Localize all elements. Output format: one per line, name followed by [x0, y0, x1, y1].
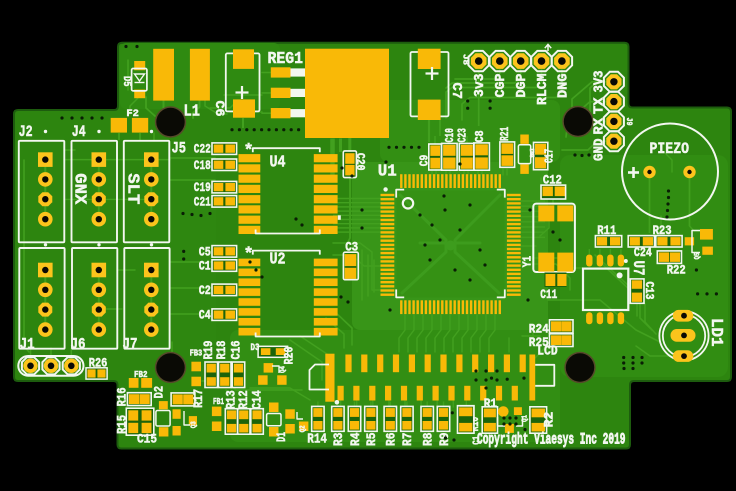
svg-text:C22: C22: [194, 142, 211, 157]
svg-text:R26: R26: [89, 356, 108, 371]
svg-text:C8: C8: [474, 130, 487, 142]
svg-text:D5: D5: [120, 76, 132, 87]
svg-text:CGP: CGP: [494, 74, 509, 98]
svg-text:C12: C12: [543, 172, 562, 187]
svg-text:R21: R21: [499, 127, 512, 141]
svg-text:FB2: FB2: [134, 370, 148, 380]
svg-text:C24: C24: [634, 245, 652, 260]
svg-text:C15: C15: [137, 432, 157, 447]
svg-text:R2: R2: [542, 412, 556, 428]
svg-text:F2: F2: [126, 109, 138, 120]
svg-text:C20: C20: [353, 153, 366, 171]
svg-text:*: *: [244, 246, 254, 265]
svg-text:Q1: Q1: [521, 415, 529, 422]
svg-text:PIEZO: PIEZO: [650, 140, 690, 158]
svg-text:J8: J8: [461, 54, 470, 65]
svg-text:C13: C13: [642, 282, 655, 300]
svg-text:D3: D3: [251, 343, 260, 354]
svg-text:FB1: FB1: [213, 397, 224, 407]
svg-text:C1: C1: [199, 259, 211, 274]
svg-text:J7: J7: [123, 335, 138, 353]
svg-text:C16: C16: [230, 341, 244, 360]
svg-text:R4: R4: [349, 432, 363, 446]
svg-text:Y1: Y1: [522, 256, 535, 268]
svg-text:C5: C5: [199, 244, 211, 259]
svg-text:C6: C6: [212, 101, 227, 117]
svg-text:GND: GND: [592, 139, 607, 162]
svg-text:TX: TX: [592, 97, 607, 114]
svg-text:RLCM: RLCM: [536, 74, 551, 106]
svg-text:R18: R18: [215, 341, 229, 360]
svg-text:C21: C21: [194, 194, 211, 209]
svg-text:Q2: Q2: [300, 425, 308, 432]
svg-text:R13: R13: [225, 390, 239, 409]
svg-text:U4: U4: [270, 152, 286, 171]
svg-text:R6: R6: [385, 433, 399, 446]
svg-text:GNX: GNX: [71, 173, 90, 204]
svg-text:C10: C10: [444, 128, 457, 142]
svg-text:3V3: 3V3: [592, 71, 607, 93]
svg-text:REG1: REG1: [268, 49, 304, 68]
svg-text:Q3: Q3: [191, 421, 199, 428]
svg-text:D1: D1: [275, 432, 289, 442]
svg-text:D2: D2: [153, 386, 167, 399]
svg-text:R3: R3: [332, 433, 346, 446]
svg-text:DGP: DGP: [515, 74, 530, 98]
svg-text:D4: D4: [527, 149, 536, 158]
svg-text:L1: L1: [184, 102, 201, 121]
svg-text:R16: R16: [116, 387, 130, 406]
svg-text:C1: C1: [472, 436, 483, 445]
svg-text:J5: J5: [172, 139, 187, 157]
svg-text:RX: RX: [592, 117, 607, 134]
svg-text:*: *: [244, 142, 254, 161]
svg-text:C14: C14: [251, 390, 265, 409]
svg-text:C7: C7: [448, 83, 464, 100]
svg-text:R5: R5: [365, 433, 379, 446]
svg-text:R7: R7: [401, 433, 415, 446]
svg-text:R12: R12: [237, 390, 251, 409]
svg-text:C18: C18: [194, 158, 211, 173]
svg-text:J2: J2: [19, 123, 33, 141]
svg-text:C23: C23: [457, 128, 470, 142]
svg-text:C4: C4: [199, 308, 211, 323]
svg-text:J1: J1: [20, 335, 35, 353]
svg-text:R11: R11: [597, 223, 616, 238]
svg-text:Q4: Q4: [280, 366, 288, 373]
svg-text:LD1: LD1: [707, 318, 726, 347]
svg-text:U7: U7: [629, 261, 647, 276]
svg-text:R24: R24: [529, 321, 549, 336]
svg-text:J9: J9: [624, 118, 633, 126]
svg-text:R20: R20: [283, 347, 297, 365]
svg-text:R25: R25: [529, 335, 549, 350]
svg-text:Copyright Viaesys Inc 2019: Copyright Viaesys Inc 2019: [477, 431, 626, 449]
svg-text:DNG: DNG: [556, 74, 571, 99]
svg-text:J4: J4: [72, 123, 86, 141]
svg-text:SLT: SLT: [124, 173, 143, 204]
svg-text:R23: R23: [653, 223, 672, 238]
svg-text:C17: C17: [543, 149, 556, 163]
svg-text:U2: U2: [270, 249, 286, 268]
svg-text:U1: U1: [378, 162, 397, 181]
svg-text:C19: C19: [194, 180, 211, 195]
svg-text:R22: R22: [667, 263, 686, 278]
svg-text:R14: R14: [307, 431, 327, 447]
svg-text:FB3: FB3: [190, 348, 203, 358]
svg-text:LCD: LCD: [537, 345, 557, 360]
svg-text:C11: C11: [540, 288, 557, 302]
svg-text:C2: C2: [199, 283, 211, 298]
svg-text:C3: C3: [345, 240, 358, 255]
svg-text:R8: R8: [422, 433, 436, 446]
svg-text:3v3: 3v3: [473, 74, 488, 98]
svg-text:Q5: Q5: [694, 252, 702, 259]
svg-text:C9: C9: [418, 155, 431, 167]
svg-text:J6: J6: [71, 335, 86, 353]
svg-text:R17: R17: [192, 389, 206, 408]
svg-text:R19: R19: [202, 341, 216, 360]
